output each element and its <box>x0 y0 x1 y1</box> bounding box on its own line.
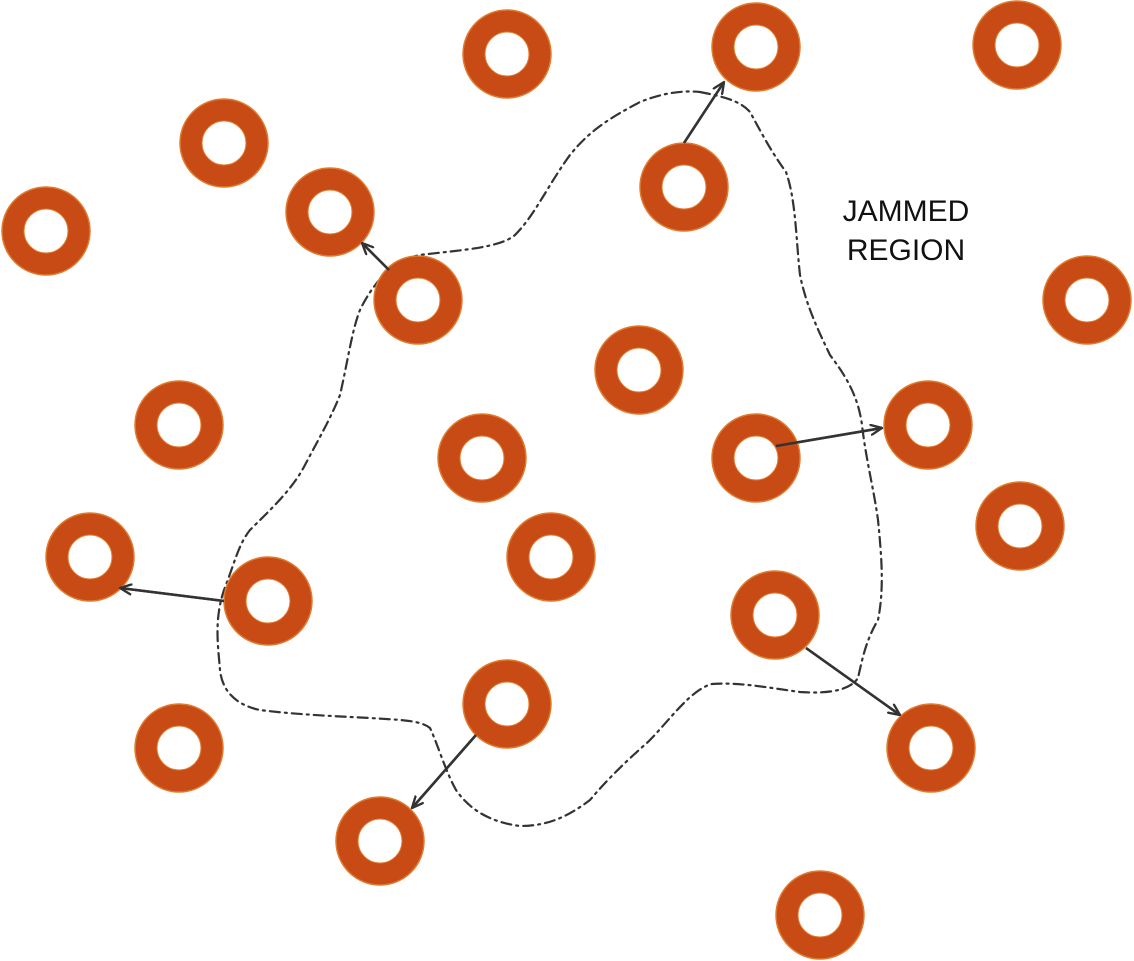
region-label-line2: REGION <box>847 234 965 267</box>
particle-ring <box>1 186 91 276</box>
particle-ring <box>730 570 820 660</box>
particle-ring <box>462 9 552 99</box>
particle-ring <box>1042 255 1132 345</box>
arrow-left-overlay <box>120 588 225 603</box>
particle-ring <box>462 659 552 749</box>
particle-ring <box>972 0 1062 90</box>
particle-ring <box>886 703 976 793</box>
arrow-down-right-overlay <box>805 646 900 715</box>
arrow-down-left-overlay <box>412 734 477 808</box>
particle-ring <box>437 413 527 503</box>
particle-ring <box>711 413 801 503</box>
particle-ring <box>775 870 865 960</box>
particle-ring <box>883 380 973 470</box>
particle-ring <box>975 481 1065 571</box>
particle-ring <box>506 512 596 602</box>
arrow-up-left-overlay <box>362 243 390 271</box>
arrow-right-overlay <box>775 428 882 448</box>
region-label-line1: JAMMED <box>843 195 970 228</box>
particle-ring <box>134 703 224 793</box>
particle-ring <box>639 142 729 232</box>
particle-ring <box>373 255 463 345</box>
particle-ring <box>223 556 313 646</box>
particle-ring <box>335 796 425 886</box>
particle-ring <box>45 512 135 602</box>
particle-ring <box>134 380 224 470</box>
arrow-up-right-overlay <box>682 82 724 144</box>
particle-ring <box>594 325 684 415</box>
particle-ring <box>179 98 269 188</box>
particle-ring <box>285 167 375 257</box>
particle-ring <box>711 2 801 92</box>
